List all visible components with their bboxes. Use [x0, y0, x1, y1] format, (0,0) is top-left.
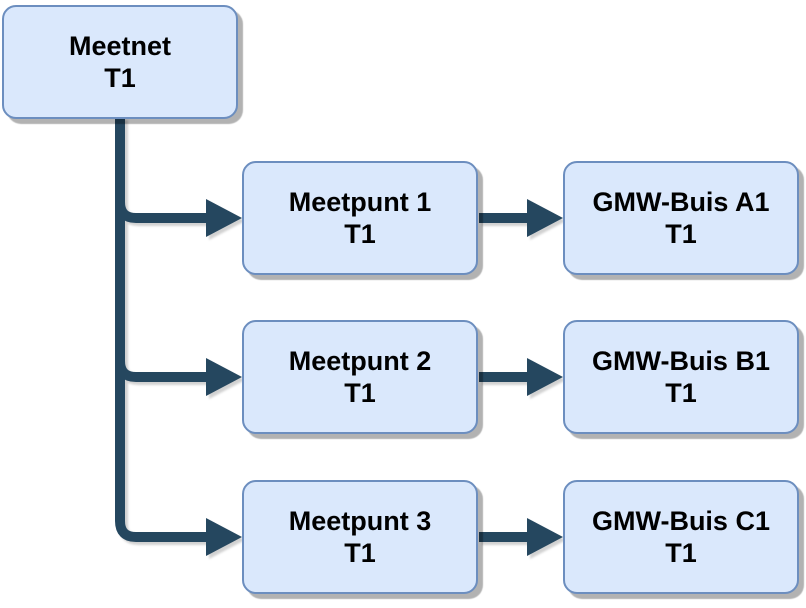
node-meetpunt-1: Meetpunt 1 T1 [242, 161, 478, 275]
node-subtitle: T1 [344, 219, 376, 249]
node-gmw-buis-b1: GMW-Buis B1 T1 [563, 320, 799, 434]
node-subtitle: T1 [344, 378, 376, 408]
node-title: Meetpunt 3 [288, 506, 432, 536]
edge-meetpunt-1-to-gmw-a1 [479, 199, 563, 237]
node-meetnet: Meetnet T1 [2, 5, 238, 119]
node-title: Meetpunt 2 [288, 346, 432, 376]
node-meetpunt-2: Meetpunt 2 T1 [242, 320, 478, 434]
node-meetpunt-3: Meetpunt 3 T1 [242, 480, 478, 594]
node-subtitle: T1 [665, 538, 697, 568]
node-title: GMW-Buis C1 [592, 506, 770, 536]
node-subtitle: T1 [344, 538, 376, 568]
node-title: GMW-Buis A1 [592, 187, 770, 217]
node-title: Meetnet [68, 31, 171, 61]
node-gmw-buis-a1: GMW-Buis A1 T1 [563, 161, 799, 275]
node-subtitle: T1 [104, 63, 136, 93]
edge-meetnet-to-meetpunt-3 [115, 117, 242, 556]
node-title: Meetpunt 1 [288, 187, 432, 217]
edge-meetpunt-2-to-gmw-b1 [479, 358, 563, 396]
node-title: GMW-Buis B1 [592, 346, 770, 376]
edge-meetnet-to-meetpunt-1 [115, 117, 242, 237]
node-gmw-buis-c1: GMW-Buis C1 T1 [563, 480, 799, 594]
node-subtitle: T1 [665, 219, 697, 249]
edge-meetnet-to-meetpunt-2 [115, 117, 242, 396]
edge-meetpunt-3-to-gmw-c1 [479, 518, 563, 556]
node-subtitle: T1 [665, 378, 697, 408]
